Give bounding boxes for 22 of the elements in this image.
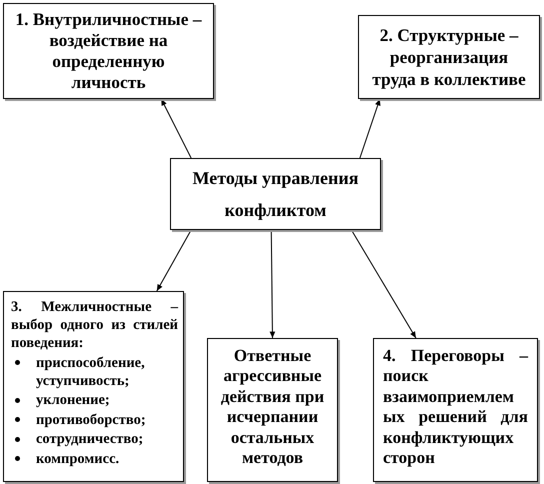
arrow — [156, 230, 192, 292]
list-item-text: сотрудничество; — [36, 430, 144, 448]
box-text: 4. Переговоры – поиск взаимоприемлем ых решений для конфликтующих сторон — [383, 346, 528, 468]
method-box — [207, 338, 338, 482]
arrow — [350, 230, 416, 338]
list-item-text: компромисс. — [36, 450, 120, 468]
arrow — [359, 98, 380, 158]
method-box — [3, 3, 214, 99]
heading-text: 3. Межличностные – выбор одного из стилей поведения: — [11, 298, 178, 352]
list-item-text: уклонение; — [36, 391, 110, 409]
list-item-text: противоборство; — [36, 410, 146, 428]
method-box — [358, 15, 540, 99]
method-box — [170, 158, 381, 230]
method-box — [373, 338, 538, 482]
arrow — [160, 98, 192, 158]
box-text: Ответные агрессивные действия при исчерпании остальных методов — [220, 346, 326, 468]
arrow — [270, 230, 276, 338]
box-text: 1. Внутриличностные – воздействие на определенную личность — [14, 9, 203, 93]
list-item-text: приспособление, уступчивость; — [36, 354, 146, 390]
box-text: Методы управления конфликтом — [192, 167, 360, 222]
method-box — [3, 291, 184, 482]
box-text: 2. Структурные – реорганизация труда в коллективе — [371, 24, 527, 90]
